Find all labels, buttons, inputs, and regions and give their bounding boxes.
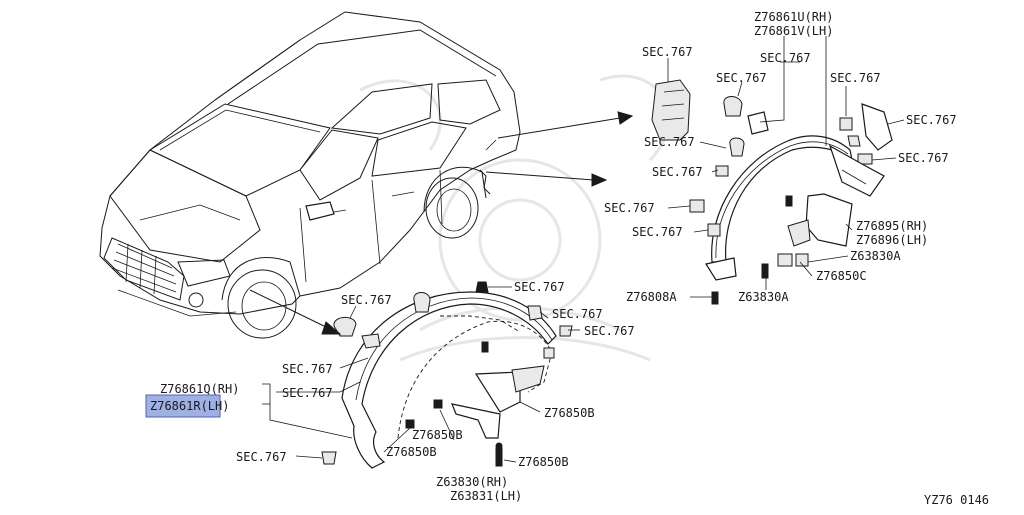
rear-fender-protector	[651, 79, 893, 305]
label-sec767-rear-left4[interactable]: SEC.767	[632, 225, 683, 239]
label-front-rh[interactable]: Z76861Q(RH)	[160, 382, 239, 396]
label-front-lh[interactable]: Z76861R(LH)	[150, 399, 229, 413]
leader-lines	[262, 36, 905, 463]
label-z76850b-3[interactable]: Z76850B	[386, 445, 437, 459]
label-sec767-rear-right1[interactable]: SEC.767	[906, 113, 957, 127]
label-sec767-front-lower[interactable]: SEC.767	[282, 386, 333, 400]
label-z63830-rh[interactable]: Z63830(RH)	[436, 475, 508, 489]
front-fender-protector	[321, 281, 573, 469]
label-sec767-front-bottom[interactable]: SEC.767	[236, 450, 287, 464]
label-front-cover-lh[interactable]: Z76896(LH)	[856, 233, 928, 247]
label-z76850b-4[interactable]: Z76850B	[518, 455, 569, 469]
label-sec767-rear-left3[interactable]: SEC.767	[604, 201, 655, 215]
label-sec767-rear-left2[interactable]: SEC.767	[652, 165, 703, 179]
label-sec767-rear-left1[interactable]: SEC.767	[644, 135, 695, 149]
label-front-cover-rh[interactable]: Z76895(RH)	[856, 219, 928, 233]
label-rear-rh[interactable]: Z76861U(RH)	[754, 10, 833, 24]
label-sec767-rear-right2[interactable]: SEC.767	[898, 151, 949, 165]
label-z63831-lh[interactable]: Z63831(LH)	[450, 489, 522, 503]
label-rear-lh[interactable]: Z76861V(LH)	[754, 24, 833, 38]
label-z76850c[interactable]: Z76850C	[816, 269, 867, 283]
label-z76850b-1[interactable]: Z76850B	[544, 406, 595, 420]
label-z76808a[interactable]: Z76808A	[626, 290, 677, 304]
label-z63830a-1[interactable]: Z63830A	[850, 249, 901, 263]
label-sec767-front-mid[interactable]: SEC.767	[282, 362, 333, 376]
label-sec767-front-right2[interactable]: SEC.767	[584, 324, 635, 338]
label-sec767-rear-top-right[interactable]: SEC.767	[830, 71, 881, 85]
direction-arrows	[249, 111, 634, 335]
label-sec767-front-upper[interactable]: SEC.767	[341, 293, 392, 307]
label-sec767-rear-top-left[interactable]: SEC.767	[642, 45, 693, 59]
label-sec767-rear-top-clip[interactable]: SEC.767	[716, 71, 767, 85]
part-labels: Z76861Q(RH) Z76861R(LH) SEC.767 SEC.767 …	[150, 10, 989, 507]
diagram-code: YZ76 0146	[924, 493, 989, 507]
label-sec767-front-top[interactable]: SEC.767	[514, 280, 565, 294]
label-sec767-rear-top-mid[interactable]: SEC.767	[760, 51, 811, 65]
label-sec767-front-right1[interactable]: SEC.767	[552, 307, 603, 321]
label-z76850b-2[interactable]: Z76850B	[412, 428, 463, 442]
label-z63830a-2[interactable]: Z63830A	[738, 290, 789, 304]
highlighted-part-box	[145, 394, 221, 418]
vehicle-illustration	[99, 11, 521, 339]
